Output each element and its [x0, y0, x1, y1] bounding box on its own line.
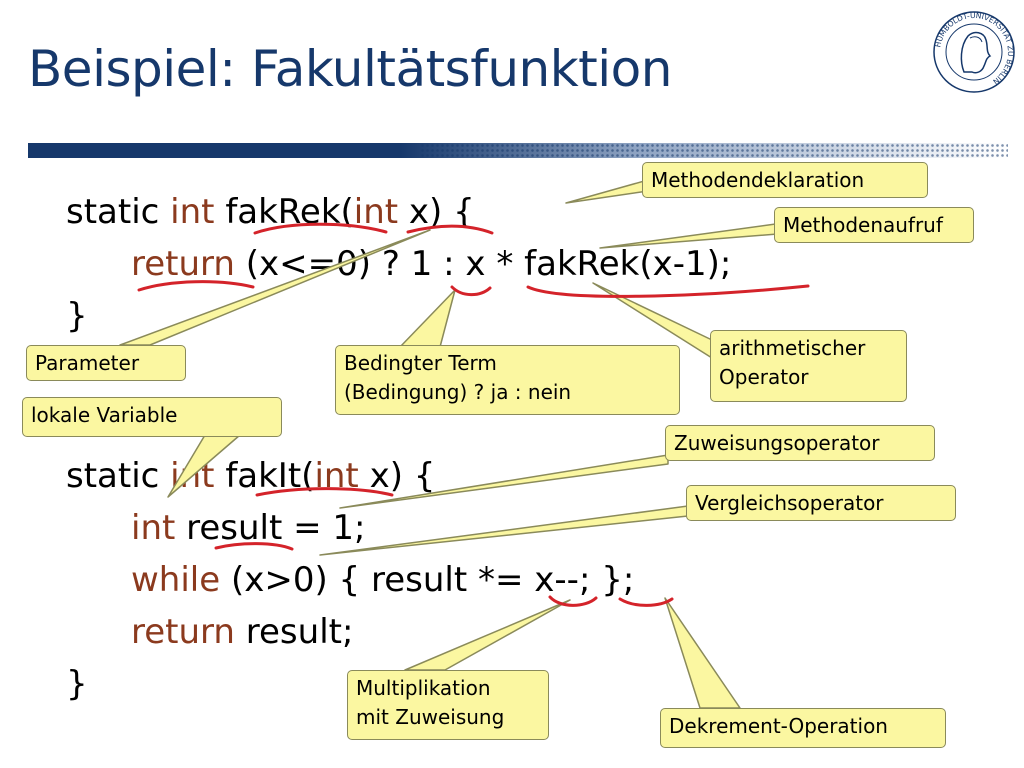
code-line-fakit-signature: static int fakIt(int x) {	[66, 456, 436, 496]
callout-zuweisungsoperator: Zuweisungsoperator	[665, 425, 935, 461]
underline-recursive-call	[526, 284, 810, 298]
underline-result-decl	[214, 542, 294, 551]
pointer-multiplikation	[404, 599, 571, 671]
underline-mult-assign	[548, 595, 598, 607]
slide-title: Beispiel: Fakultätsfunktion	[28, 40, 672, 98]
pointer-methodenaufruf	[599, 221, 791, 249]
pointer-zuweisungsoperator	[339, 454, 669, 509]
underline-fakrek-param	[406, 224, 494, 235]
underline-return	[137, 280, 255, 292]
callout-methodendeklaration: Methodendeklaration	[642, 162, 928, 198]
code-line-fakit-close: }	[66, 664, 88, 704]
callout-lokale-variable: lokale Variable	[22, 397, 282, 437]
code-line-fakit-while: while (x>0) { result *= x--; };	[131, 560, 635, 600]
code-line-fakit-return: return result;	[131, 612, 354, 652]
pointer-lokale-variable	[167, 434, 241, 498]
callout-methodenaufruf: Methodenaufruf	[774, 207, 974, 243]
code-line-fakrek-close: }	[66, 296, 88, 336]
pointer-dekrement	[664, 597, 741, 709]
university-seal-icon: HUMBOLDT-UNIVERSITÄT ZU BERLIN	[933, 11, 1015, 93]
callout-vergleichsoperator: Vergleichsoperator	[686, 485, 956, 521]
pointer-bedingter-term	[399, 289, 456, 348]
code-line-fakrek-return: return (x<=0) ? 1 : x * fakRek(x-1);	[131, 244, 732, 284]
code-line-fakit-result-init: int result = 1;	[131, 508, 366, 548]
title-underline-texture	[420, 143, 1008, 158]
pointer-vergleichsoperator	[319, 505, 689, 556]
callout-parameter: Parameter	[26, 345, 186, 381]
pointer-parameter	[119, 229, 431, 346]
underline-decrement	[618, 597, 674, 607]
callout-bedingter-term: Bedingter Term(Bedingung) ? ja : nein	[335, 345, 680, 415]
underline-conditional	[450, 285, 492, 297]
underline-fakit-param	[255, 487, 394, 497]
callout-dekrement: Dekrement-Operation	[660, 708, 946, 748]
underline-fakrek-name	[253, 222, 388, 235]
